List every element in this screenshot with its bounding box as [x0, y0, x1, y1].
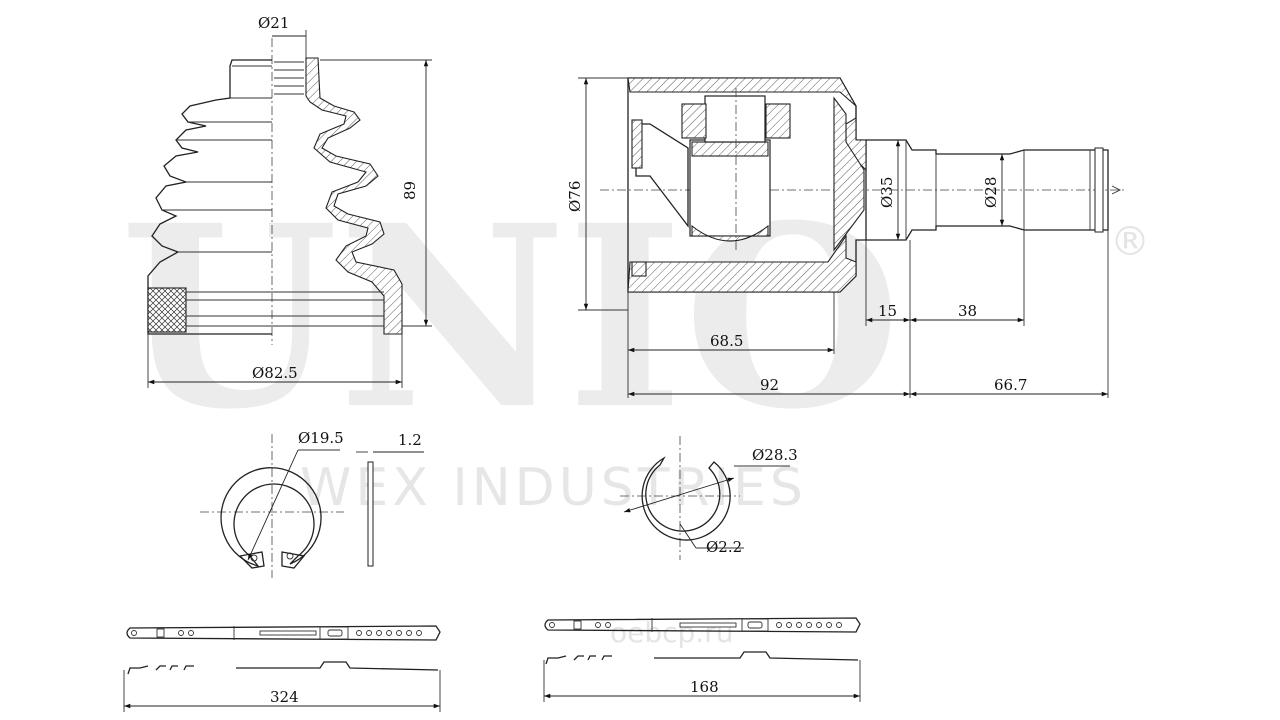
clamp-long-end-hole: [131, 630, 137, 636]
clamp-short-drawing: 168: [543, 617, 861, 702]
dim-ring-dia: Ø28.3: [752, 446, 798, 464]
boot-right-bands: [272, 291, 384, 327]
dim-len-68-5: 68.5: [710, 332, 743, 350]
joint-roller: [704, 95, 766, 143]
circlip-lugs: [238, 551, 306, 569]
joint-drawing: Ø76 Ø35 Ø28 15 38 68.5 92 66.7: [566, 77, 1125, 398]
dim-boot-large-dia: Ø82.5: [252, 364, 298, 382]
boot-small-end-threads: [274, 61, 304, 95]
clamp-long-band: [126, 625, 441, 641]
dim-joint-outer-dia: Ø76: [566, 181, 584, 212]
dim-boot-small-dia: Ø21: [258, 14, 289, 32]
snap-ring-drawing: Ø28.3 Ø2.2: [620, 436, 798, 560]
boot-left-bands: [186, 291, 272, 327]
boot-right-wall: [305, 57, 403, 335]
dim-boot-height: 89: [401, 181, 419, 200]
dim-clamp-long-len: 324: [270, 688, 299, 706]
clamp-short-hole-1: [595, 622, 601, 628]
joint-wall-bottom: [627, 234, 857, 293]
dim-len-92: 92: [760, 376, 779, 394]
joint-tripod-bottom-hatch: [691, 224, 769, 242]
boot-drawing: Ø21 89 Ø82.5: [147, 14, 432, 388]
dim-seg-38: 38: [958, 302, 977, 320]
clamp-short-slot: [679, 622, 737, 628]
clamp-long-hole-1: [178, 630, 184, 636]
dim-ring-wire: Ø2.2: [706, 538, 742, 556]
joint-cone: [635, 123, 689, 228]
boot-left-folds: [162, 65, 272, 253]
circlip-ring: [220, 467, 322, 568]
dim-shaft-dia: Ø35: [878, 177, 896, 208]
clamp-short-square: [573, 620, 582, 630]
clamp-long-buckle: [319, 626, 349, 640]
joint-cone-clip: [631, 119, 643, 169]
watermark-site: oebcp.ru: [610, 616, 733, 649]
clamp-long-square: [156, 628, 165, 638]
clamp-short-band: [544, 617, 861, 633]
clamp-short-buckle: [741, 618, 769, 632]
clamp-short-holes: [776, 622, 842, 628]
joint-wall-end: [833, 96, 865, 252]
clamp-short-profile: [545, 651, 859, 665]
snap-ring-body: [641, 456, 731, 541]
joint-tripod-top-hatch: [691, 141, 769, 157]
joint-shaft-steps: [905, 140, 1097, 240]
joint-roller-left: [681, 103, 707, 139]
dim-spline-dia: Ø28: [982, 177, 1000, 208]
watermark-group: UNIO ® WEX INDUSTRIES oebcp.ru: [120, 170, 1150, 649]
clamp-long-profile: [127, 661, 439, 675]
clamp-short-buckle-slot: [747, 621, 763, 629]
dim-line-ring-dia: [623, 477, 735, 513]
clamp-long-hole-2: [188, 630, 194, 636]
dim-line-ring-wire: [679, 523, 697, 549]
circlip-side-view: [367, 461, 374, 567]
circlip-drawing: Ø19.5 1.2: [200, 429, 424, 578]
boot-left-clamp: [147, 287, 187, 333]
clamp-short-hole-2: [605, 622, 611, 628]
boot-left-outline: [147, 59, 272, 335]
joint-wall-top: [627, 77, 867, 172]
dim-len-66-7: 66.7: [994, 376, 1027, 394]
clamp-long-drawing: 324: [123, 625, 441, 712]
joint-shaft-groove: [1094, 147, 1104, 233]
dim-clamp-short-len: 168: [690, 678, 719, 696]
joint-roller-right: [765, 103, 791, 139]
clamp-long-slot: [259, 630, 317, 636]
clamp-long-holes: [356, 630, 422, 636]
watermark-brand: UNIO: [120, 170, 901, 464]
circlip-hole-right: [286, 552, 294, 560]
dim-circlip-dia: Ø19.5: [298, 429, 344, 447]
dim-line-circlip-dia: [247, 449, 299, 561]
watermark-company: WEX INDUSTRIES: [300, 458, 807, 518]
joint-shaft: [866, 139, 1109, 241]
clamp-long-buckle-slot: [327, 629, 343, 637]
joint-bottom-clip: [631, 261, 647, 277]
joint-shaft-end-mark: [1111, 185, 1122, 195]
dim-seg-15: 15: [878, 302, 897, 320]
watermark-registered: ®: [1110, 219, 1150, 265]
dim-circlip-thk: 1.2: [398, 431, 422, 449]
clamp-short-end-hole: [549, 622, 555, 628]
